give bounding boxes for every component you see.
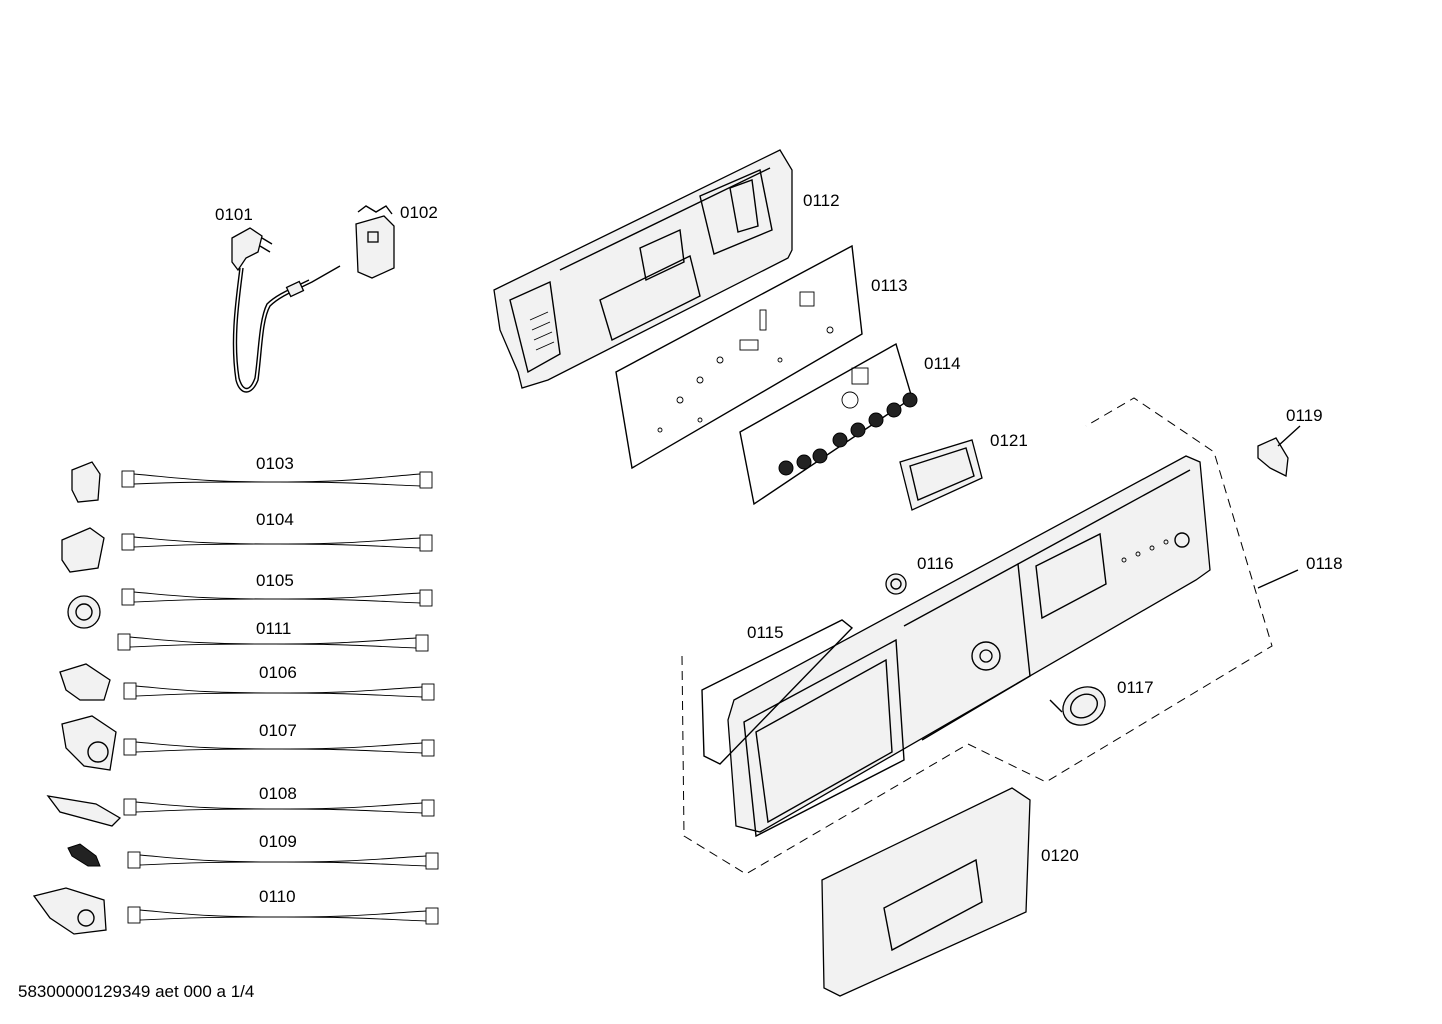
label-0117: 0117 [1117, 678, 1154, 697]
part-0117-knob [1049, 686, 1106, 726]
label-0101: 0101 [215, 205, 253, 224]
label-0120: 0120 [1041, 846, 1079, 865]
label-0112: 0112 [803, 191, 840, 210]
leader-0118 [1257, 569, 1299, 589]
label-0109: 0109 [259, 832, 297, 851]
part-0101-mains-cable [231, 227, 341, 393]
component-0105 [67, 588, 433, 629]
part-0102-filter [355, 205, 395, 279]
label-0119: 0119 [1286, 406, 1323, 425]
part-0114-display-board [739, 342, 918, 506]
label-0115: 0115 [747, 623, 784, 642]
label-0106: 0106 [259, 663, 297, 682]
component-0103 [71, 461, 433, 503]
label-0104: 0104 [256, 510, 294, 529]
part-0112-control-housing [493, 149, 793, 389]
part-0116-button [885, 573, 907, 595]
component-0107 [61, 715, 435, 771]
component-0104 [61, 527, 433, 573]
board-knobs [778, 392, 918, 476]
label-0113: 0113 [871, 276, 908, 295]
label-0108: 0108 [259, 784, 297, 803]
part-0119-clip [1257, 425, 1301, 477]
document-reference: 58300000129349 aet 000 a 1/4 [18, 982, 255, 1001]
label-0105: 0105 [256, 571, 294, 590]
component-0110 [32, 887, 439, 935]
harness-list [32, 461, 439, 935]
label-0118: 0118 [1306, 554, 1343, 573]
label-0114: 0114 [924, 354, 961, 373]
component-0106 [59, 663, 435, 701]
part-0113-main-board [615, 244, 863, 470]
component-0109 [67, 843, 439, 870]
part-front-fascia [727, 455, 1211, 838]
label-0116: 0116 [917, 554, 954, 573]
part-0115-seal [701, 619, 854, 765]
label-0107: 0107 [259, 721, 297, 740]
label-0102: 0102 [400, 203, 438, 222]
component-0108 [46, 795, 435, 827]
label-0121: 0121 [990, 431, 1028, 450]
label-0111: 0111 [256, 619, 292, 638]
component-0111 [117, 633, 429, 652]
part-0120-drawer-handle [821, 787, 1031, 997]
label-0103: 0103 [256, 454, 294, 473]
label-0110: 0110 [259, 887, 296, 906]
assembly-outline-0118 [681, 397, 1273, 875]
part-0121-display-window [899, 439, 983, 511]
